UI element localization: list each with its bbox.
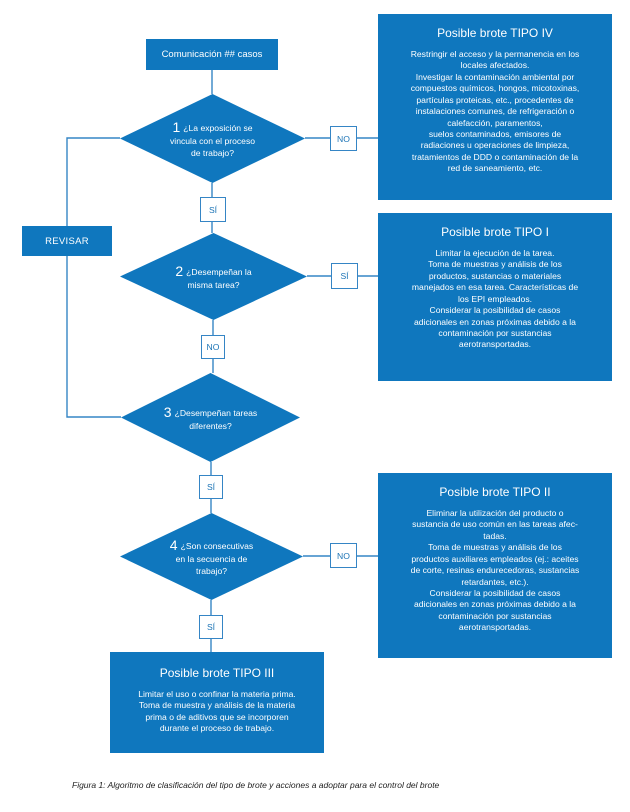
outcome-tipo-ii: Posible brote TIPO II Eliminar la utiliz… <box>378 473 612 658</box>
revisar-label: REVISAR <box>45 235 89 247</box>
decision-1-question: ¿La exposición se vincula con el proceso… <box>169 123 256 158</box>
decision-2-question: ¿Desempeñan la misma tarea? <box>186 266 252 290</box>
decision-4-number: 4 <box>169 537 178 554</box>
decision-3-text: 3¿Desempeñan tareas diferentes? <box>164 403 257 432</box>
decision-3-number: 3 <box>163 403 172 420</box>
outcome-tipo-iii-body: Limitar el uso o confinar la materia pri… <box>138 689 296 734</box>
label-d4-si: SÍ <box>199 615 223 639</box>
outcome-tipo-i-title: Posible brote TIPO I <box>441 225 549 239</box>
decision-2-text: 2¿Desempeñan la misma tarea? <box>175 262 251 291</box>
outcome-tipo-iii: Posible brote TIPO III Limitar el uso o … <box>110 652 324 753</box>
outcome-tipo-ii-title: Posible brote TIPO II <box>439 485 551 499</box>
start-label: Comunicación ## casos <box>161 49 263 60</box>
decision-4-text: 4¿Son consecutivas en la secuencia de tr… <box>170 536 253 577</box>
decision-4-question: ¿Son consecutivas en la secuencia de tra… <box>175 541 254 576</box>
outcome-tipo-iv-title: Posible brote TIPO IV <box>437 26 553 40</box>
label-d2-si: SÍ <box>331 263 358 289</box>
decision-1-text: 1¿La exposición se vincula con el proces… <box>170 118 255 159</box>
connector-d3-revisar-d1 <box>66 137 121 418</box>
outcome-tipo-iv: Posible brote TIPO IV Restringir el acce… <box>378 14 612 200</box>
start-node: Comunicación ## casos <box>146 39 278 70</box>
decision-1-number: 1 <box>172 119 181 136</box>
label-d4-no: NO <box>330 543 357 568</box>
outcome-tipo-i: Posible brote TIPO I Limitar la ejecució… <box>378 213 612 381</box>
decision-2-number: 2 <box>175 262 184 279</box>
label-d1-no: NO <box>330 126 357 151</box>
label-d1-si: SÍ <box>200 197 226 222</box>
label-d3-si: SÍ <box>199 475 223 499</box>
outcome-tipo-ii-body: Eliminar la utilización del producto o s… <box>410 508 580 633</box>
outcome-tipo-iii-title: Posible brote TIPO III <box>159 666 275 680</box>
outcome-tipo-i-body: Limitar la ejecución de la tarea. Toma d… <box>411 248 579 350</box>
revisar-node: REVISAR <box>22 226 112 256</box>
decision-3-question: ¿Desempeñan tareas diferentes? <box>174 407 258 431</box>
outcome-tipo-iv-body: Restringir el acceso y la permanencia en… <box>410 49 580 174</box>
figure-caption: Figura 1: Algoritmo de clasificación del… <box>72 780 440 790</box>
label-d2-no: NO <box>201 335 225 359</box>
